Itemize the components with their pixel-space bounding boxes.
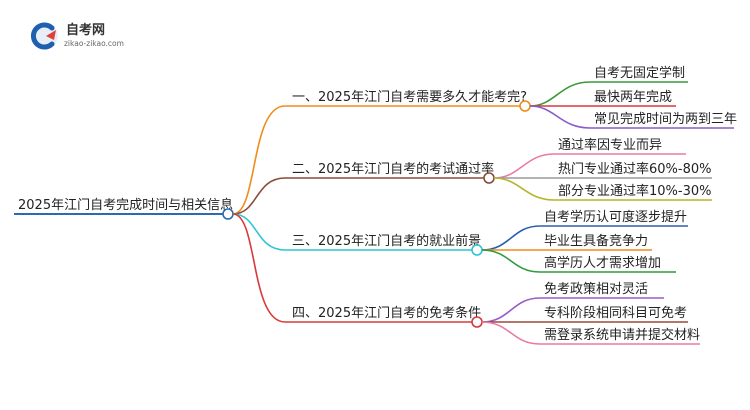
branch-4-child-3-label: 需登录系统申请并提交材料 [544,327,700,343]
branch-4-connector-dot[interactable] [471,316,483,328]
branch-1-label: 一、2025年江门自考需要多久才能考完? [292,89,527,105]
edge-root-branch-2 [232,177,286,215]
edge-root-branch-4 [232,213,286,323]
branch-3-child-1-label: 自考学历认可度逐步提升 [544,209,687,225]
branch-4-child-2-label: 专科阶段相同科目可免考 [544,306,687,321]
branch-2-child-3-label: 部分专业通过率10%-30% [558,183,711,199]
site-logo[interactable]: 自考网 zikao-zikao.com [31,22,124,50]
edge-root-branch-1 [232,105,286,215]
branch-3-child-2-label: 毕业生具备竞争力 [544,233,648,249]
edge-branch-1-child-1 [529,81,591,107]
logo-c-icon [31,22,55,50]
edge-branch-4-child-1 [481,297,541,323]
branch-1-child-2-label: 最快两年完成 [594,90,672,105]
logo-leaf-icon [46,30,56,40]
branch-3-label: 三、2025年江门自考的就业前景 [292,233,481,249]
edge-root-branch-3 [232,213,286,251]
branch-2-label: 二、2025年江门自考的考试通过率 [292,161,494,177]
logo-name: 自考网 [66,22,105,38]
branch-4-label: 四、2025年江门自考的免考条件 [292,305,481,321]
branch-2-child-2-label: 热门专业通过率60%-80% [558,161,711,177]
branch-2-child-1-label: 通过率因专业而异 [558,137,662,153]
logo-domain: zikao-zikao.com [64,39,124,48]
branch-3-child-3-label: 高学历人才需求增加 [544,255,661,271]
branch-3-connector-dot[interactable] [471,244,483,256]
root-label: 2025年江门自考完成时间与相关信息 [18,197,233,213]
edge-branch-3-child-3 [481,249,541,273]
edge-branch-4-child-3 [481,321,541,345]
edge-branch-1-child-3 [529,105,591,129]
branch-1-connector-dot[interactable] [519,100,531,112]
branch-1-child-3-label: 常见完成时间为两到三年 [594,112,737,127]
root-connector-dot[interactable] [222,208,234,220]
edge-branch-3-child-1 [481,225,541,251]
edge-branch-2-child-1 [493,153,555,179]
edge-branch-2-child-3 [493,177,555,201]
branch-1-child-1-label: 自考无固定学制 [594,65,685,81]
branch-4-child-1-label: 免考政策相对灵活 [544,281,648,297]
branch-2-connector-dot[interactable] [483,172,495,184]
